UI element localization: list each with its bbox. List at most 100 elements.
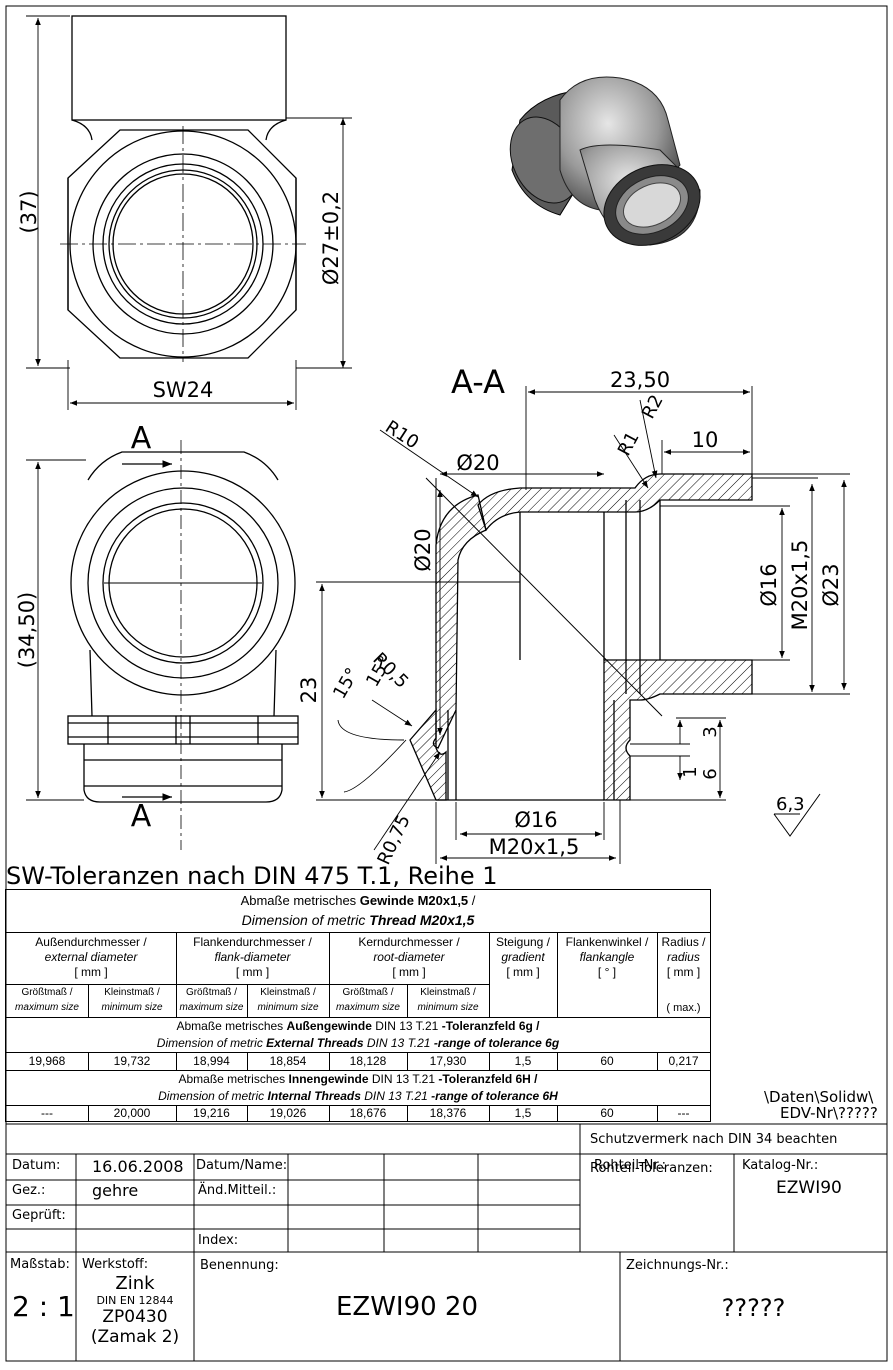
massstab-value: 2 : 1 — [12, 1290, 75, 1323]
dim-r10: R10 — [381, 417, 422, 454]
gez-label: Gez.: — [12, 1183, 46, 1198]
datum-name-label: Datum/Name: — [196, 1158, 288, 1173]
werkstoff-zink: Zink — [115, 1273, 155, 1294]
int-val-8: 60 — [600, 1106, 614, 1120]
katalog-value: EZWI90 — [776, 1178, 842, 1198]
ext-val-6: 17,930 — [429, 1054, 467, 1068]
isometric-render — [509, 76, 701, 246]
sub-max-3: Größtmaß /maximum size — [336, 987, 400, 1013]
dim-diameter-27: Ø27±0,2 — [319, 191, 343, 285]
ext-val-4: 18,854 — [269, 1054, 307, 1068]
side-view-dims — [26, 459, 86, 801]
datum-label: Datum: — [12, 1158, 61, 1173]
rohteil-toleranzen: Rohteil-Toleranzen: — [590, 1161, 713, 1176]
int-val-7: 1,5 — [514, 1106, 532, 1120]
dim-23-50: 23,50 — [610, 368, 670, 392]
int-val-1: --- — [41, 1106, 53, 1120]
cut-label-a-top: A — [131, 421, 152, 456]
dim-r075: R0,75 — [373, 812, 414, 869]
werkstoff-norm: DIN EN 12844 — [96, 1294, 174, 1307]
col-pitch-header: Steigung /gradient[ mm ] — [495, 935, 551, 979]
col-external-header: Außendurchmesser /external diameter[ mm … — [35, 935, 147, 979]
gez-value: gehre — [92, 1181, 139, 1200]
massstab-label: Maßstab: — [10, 1257, 70, 1272]
benennung-label: Benennung: — [200, 1258, 279, 1273]
sub-max-2: Größtmaß /maximum size — [179, 987, 244, 1013]
top-view — [60, 15, 306, 362]
dim-r1: R1 — [614, 428, 644, 459]
title-block-lines — [6, 1123, 887, 1361]
ext-val-8: 60 — [600, 1054, 614, 1068]
dim-height-side: (34,50) — [15, 592, 39, 669]
dim-m20-right: M20x1,5 — [788, 540, 812, 631]
dim-6: 6 — [700, 768, 721, 779]
int-val-9: --- — [677, 1106, 690, 1120]
cut-label-a-bottom: A — [131, 799, 152, 834]
ext-thread-title-en: Dimension of metric External Threads DIN… — [156, 1036, 560, 1050]
index-label: Index: — [198, 1233, 239, 1248]
sw-tolerance-heading: SW-Toleranzen nach DIN 475 T.1, Reihe 1 — [6, 862, 498, 890]
ext-val-1: 19,968 — [28, 1054, 66, 1068]
ext-val-5: 18,128 — [349, 1054, 387, 1068]
sub-max-1: Größtmaß /maximum size — [15, 987, 79, 1013]
dim-height-top: (37) — [17, 190, 41, 233]
top-view-dims — [26, 15, 352, 410]
dim-10: 10 — [692, 428, 719, 452]
int-thread-title-de: Abmaße metrisches Innengewinde DIN 13 T.… — [178, 1072, 538, 1086]
ext-val-2: 19,732 — [113, 1054, 151, 1068]
dim-dia-23-right: Ø23 — [819, 563, 843, 606]
section-title: A-A — [451, 363, 505, 401]
int-val-3: 19,216 — [193, 1106, 230, 1120]
werkstoff-zamak: (Zamak 2) — [90, 1327, 180, 1347]
col-radius-header: Radius /radius[ mm ] — [661, 935, 706, 979]
section-a-a — [409, 473, 753, 801]
side-view — [67, 440, 299, 850]
int-val-2: 20,000 — [113, 1106, 151, 1120]
sub-min-1: Kleinstmaß /minimum size — [101, 987, 163, 1013]
dim-r2: R2 — [638, 391, 668, 422]
int-val-5: 18,676 — [349, 1106, 387, 1120]
katalog-label: Katalog-Nr.: — [742, 1158, 819, 1173]
dim-3: 3 — [700, 726, 721, 737]
section-cut-markers — [122, 460, 172, 801]
file-path-line2: EDV-Nr\????? — [780, 1104, 878, 1122]
dim-1: 1 — [680, 766, 701, 777]
surface-finish-value: 6,3 — [776, 794, 805, 815]
int-val-6: 18,376 — [429, 1106, 467, 1120]
table-title-en: Dimension of metric Thread M20x1,5 — [241, 912, 475, 928]
werkstoff-label: Werkstoff: — [82, 1257, 149, 1272]
ext-val-3: 18,994 — [193, 1054, 230, 1068]
dim-23-left: 23 — [297, 677, 321, 704]
sub-min-2: Kleinstmaß /minimum size — [257, 987, 319, 1013]
sheet-frame — [5, 5, 888, 1362]
datum-value: 16.06.2008 — [92, 1157, 184, 1176]
dim-angle-15-a: 15° — [329, 664, 363, 702]
dim-dia-16-right: Ø16 — [757, 563, 781, 606]
schutzvermerk: Schutzvermerk nach DIN 34 beachten — [590, 1132, 838, 1147]
sub-min-3: Kleinstmaß /minimum size — [417, 987, 479, 1013]
dim-dia-16-bottom: Ø16 — [514, 808, 557, 832]
ext-thread-title-de: Abmaße metrisches Außengewinde DIN 13 T.… — [176, 1019, 540, 1033]
zeichnungs-value: ????? — [721, 1294, 786, 1322]
benennung-value: EZWI90 20 — [335, 1292, 479, 1322]
int-val-4: 19,026 — [269, 1106, 307, 1120]
surface-finish-symbol — [773, 793, 821, 837]
int-thread-title-en: Dimension of metric Internal Threads DIN… — [158, 1089, 558, 1103]
col-root-header: Kerndurchmesser /root-diameter[ mm ] — [358, 935, 460, 979]
section-dims — [316, 386, 850, 864]
ext-val-9: 0,217 — [668, 1054, 699, 1068]
ext-val-7: 1,5 — [514, 1054, 532, 1068]
col-angle-header: Flankenwinkel /flankangle[ ° ] — [565, 935, 649, 979]
dim-sw24: SW24 — [153, 378, 214, 402]
dim-dia-20-top: Ø20 — [456, 451, 499, 475]
file-path-line1: \Daten\Solidw\ — [764, 1088, 874, 1106]
dim-dia-20-left: Ø20 — [411, 528, 435, 571]
col-flank-header: Flankendurchmesser /flank-diameter[ mm ] — [193, 935, 312, 979]
werkstoff-zp: ZP0430 — [102, 1307, 168, 1327]
aend-label: Änd.Mitteil.: — [198, 1183, 277, 1198]
geprueft-label: Geprüft: — [12, 1208, 66, 1223]
thread-table: Abmaße metrisches Gewinde M20x1,5 / Dime… — [5, 889, 711, 1122]
rohteil-nr-label: Rohteil-Nr.: — [594, 1158, 667, 1173]
